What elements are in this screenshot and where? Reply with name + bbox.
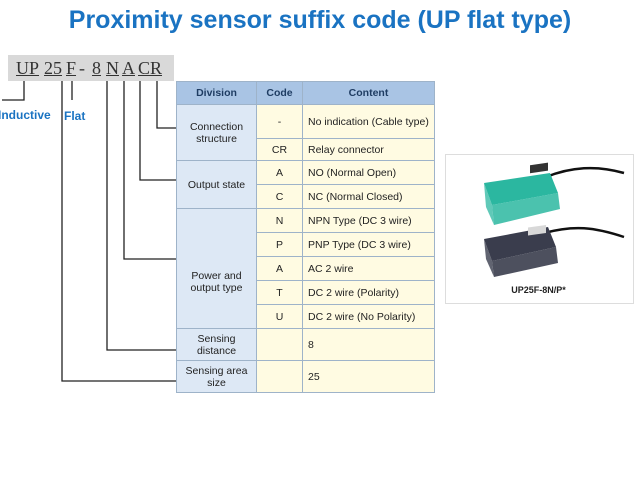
product-caption: UP25F-8N/P* xyxy=(511,285,566,295)
table-row: Sensing area size 25 xyxy=(176,360,435,393)
line-output-state xyxy=(139,81,176,181)
content-cell: 25 xyxy=(302,360,435,393)
content-cell: NO (Normal Open) xyxy=(302,160,435,185)
content-cell: Relay connector xyxy=(302,138,435,161)
teal-sensor-label xyxy=(530,162,548,174)
division-connection: Connection structure xyxy=(176,104,257,161)
table-row: Connection structure - No indication (Ca… xyxy=(176,104,435,161)
code-part-series: UP xyxy=(16,58,40,78)
line-size xyxy=(61,81,176,382)
code-cell xyxy=(256,328,303,361)
table-row: CR Relay connector xyxy=(177,138,435,161)
code-cell: N xyxy=(256,208,303,233)
dark-sensor-front xyxy=(484,239,494,277)
code-cell: A xyxy=(256,160,303,185)
sensor-product-photo xyxy=(484,162,625,277)
content-cell: 8 xyxy=(302,328,435,361)
table-row: P PNP Type (DC 3 wire) xyxy=(177,232,435,257)
content-cell: DC 2 wire (No Polarity) xyxy=(302,304,435,329)
table-row: T DC 2 wire (Polarity) xyxy=(177,280,435,305)
code-part-distance: 8 xyxy=(92,58,101,78)
content-cell: No indication (Cable type) xyxy=(302,104,435,139)
table-row: Output state A NO (Normal Open) xyxy=(176,160,435,209)
table-row: A AC 2 wire xyxy=(177,256,435,281)
content-cell: NC (Normal Closed) xyxy=(302,184,435,209)
table-row: Power and output type N NPN Type (DC 3 w… xyxy=(176,208,435,329)
code-part-shape: F xyxy=(66,58,77,78)
inductive-label: Inductive xyxy=(0,108,51,122)
line-distance xyxy=(106,81,176,351)
code-cell xyxy=(256,360,303,393)
teal-sensor xyxy=(484,162,625,225)
content-cell: DC 2 wire (Polarity) xyxy=(302,280,435,305)
table-row: C NC (Normal Closed) xyxy=(177,184,435,209)
teal-sensor-front xyxy=(484,183,494,225)
dark-sensor-label xyxy=(528,224,546,236)
flat-label: Flat xyxy=(64,109,86,123)
teal-sensor-side xyxy=(492,193,560,225)
header-code: Code xyxy=(256,81,303,105)
content-cell: PNP Type (DC 3 wire) xyxy=(302,232,435,257)
teal-sensor-cable xyxy=(545,166,625,179)
code-cell: P xyxy=(256,232,303,257)
code-part-output-state: A xyxy=(122,58,135,78)
code-cell: A xyxy=(256,256,303,281)
content-cell: AC 2 wire xyxy=(302,256,435,281)
table-row: U DC 2 wire (No Polarity) xyxy=(177,304,435,329)
line-series xyxy=(2,81,25,101)
dark-sensor-side xyxy=(492,247,558,277)
code-part-size: 25 xyxy=(44,58,62,78)
header-division: Division xyxy=(176,81,257,105)
dark-sensor-cable xyxy=(543,226,625,239)
table-header-row: Division Code Content xyxy=(176,81,435,105)
suffix-code-table: Division Code Content Connection structu… xyxy=(176,81,435,393)
dark-sensor-body xyxy=(484,227,556,261)
suffix-code-bar xyxy=(8,55,174,81)
product-photo-frame xyxy=(445,154,634,304)
division-power-output: Power and output type xyxy=(176,208,257,329)
division-output-state: Output state xyxy=(176,160,257,209)
code-cell: CR xyxy=(256,138,303,161)
page-title: Proximity sensor suffix code (UP flat ty… xyxy=(68,6,572,34)
teal-sensor-body xyxy=(484,173,558,205)
line-connection xyxy=(156,81,176,129)
code-cell: U xyxy=(256,304,303,329)
table-row: Sensing distance 8 xyxy=(176,328,435,361)
code-part-connection: CR xyxy=(138,58,163,78)
code-cell: - xyxy=(256,104,303,139)
line-output-type xyxy=(123,81,176,260)
code-cell: T xyxy=(256,280,303,305)
content-cell: NPN Type (DC 3 wire) xyxy=(302,208,435,233)
division-sensing-distance: Sensing distance xyxy=(176,328,257,361)
dark-sensor xyxy=(484,224,625,277)
header-content: Content xyxy=(302,81,435,105)
code-part-dash: - xyxy=(79,58,85,78)
division-sensing-area: Sensing area size xyxy=(176,360,257,393)
code-part-output-type: N xyxy=(106,58,119,78)
code-cell: C xyxy=(256,184,303,209)
